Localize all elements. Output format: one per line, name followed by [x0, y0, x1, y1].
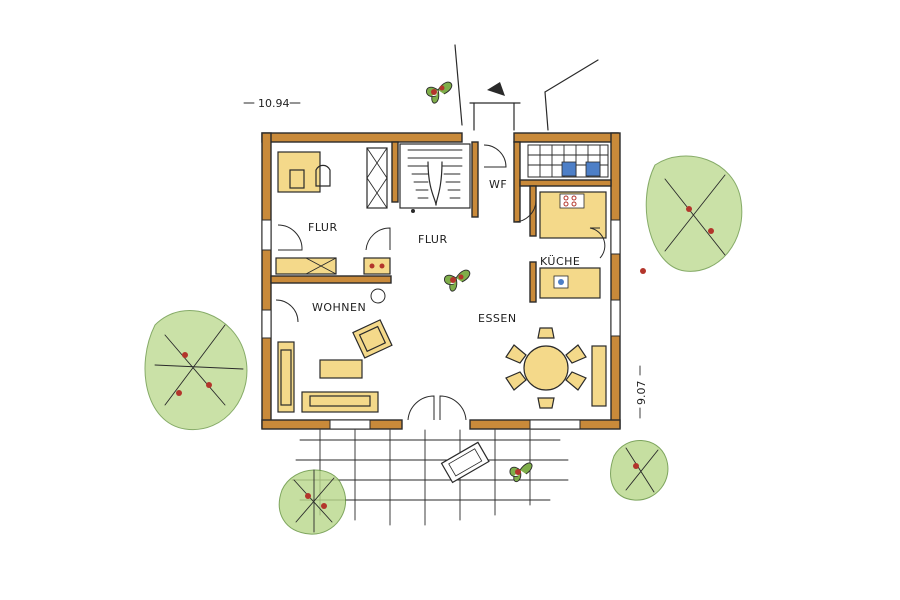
tree-icon — [610, 440, 669, 501]
dimension-depth-label: 9.07 — [635, 381, 648, 406]
terrace-doors — [407, 395, 467, 421]
room-label-flur-center: FLUR — [418, 233, 448, 246]
room-label-flur-left: FLUR — [308, 221, 338, 234]
entry-arrow-icon — [487, 82, 505, 96]
exterior-walls — [261, 132, 621, 430]
dimension-depth: 9.07 — [635, 365, 648, 419]
dining-set — [505, 327, 607, 409]
kitchen-furniture — [527, 144, 609, 299]
plant-icon — [426, 81, 453, 104]
tree-icon — [640, 155, 743, 274]
wc-room — [483, 144, 537, 223]
plant-icon — [509, 462, 533, 483]
flur-left-furniture — [275, 147, 391, 275]
tree-icon — [144, 310, 248, 431]
room-label-wc: WF — [489, 178, 507, 191]
room-label-essen: ESSEN — [478, 312, 517, 325]
entry-canopy — [454, 44, 599, 131]
plant-icon — [444, 269, 471, 292]
tree-icon — [278, 469, 347, 535]
dimension-width: 10.94 — [243, 97, 301, 110]
dimension-width-label: 10.94 — [258, 97, 290, 110]
room-label-wohnen: WOHNEN — [312, 301, 366, 314]
living-room-furniture — [275, 288, 393, 413]
room-label-kueche: KÜCHE — [540, 255, 580, 268]
staircase — [399, 143, 471, 213]
